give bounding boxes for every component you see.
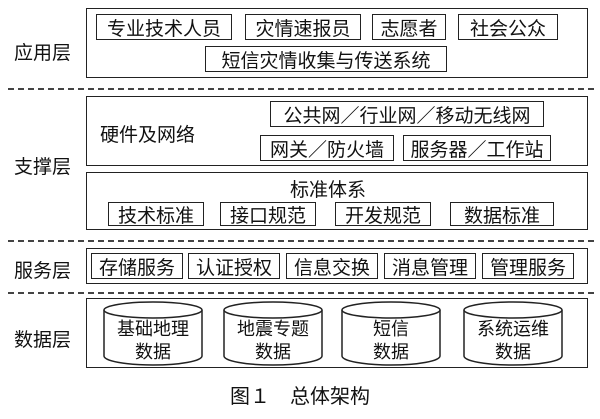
technical-standard-box: 技术标准 <box>108 202 204 227</box>
geo-data-line2: 数据 <box>135 342 171 363</box>
interface-spec-box: 接口规范 <box>220 202 316 227</box>
cylinder-shape <box>463 301 563 366</box>
hardware-network-label: 硬件及网络 <box>100 124 196 146</box>
ops-data-line2: 数据 <box>495 342 531 363</box>
role-reporter: 灾情速报员 <box>245 14 361 40</box>
storage-service-box: 存储服务 <box>91 253 183 279</box>
cylinder-shape <box>103 301 203 366</box>
ops-data-line1: 系统运维 <box>477 319 549 340</box>
support-layer-label: 支撑层 <box>14 156 72 178</box>
figure-number: 图１ <box>230 384 270 408</box>
development-spec-box: 开发规范 <box>335 202 431 227</box>
role-professional: 专业技术人员 <box>96 14 232 40</box>
info-exchange-box: 信息交换 <box>286 253 378 279</box>
figure-caption: 图１ 总体架构 <box>0 380 600 409</box>
sms-data-cylinder: 短信 数据 <box>340 300 442 368</box>
seismic-data-cylinder: 地震专题 数据 <box>222 300 324 368</box>
gateway-firewall-box: 网关／防火墙 <box>260 135 394 161</box>
seismic-data-line2: 数据 <box>255 342 291 363</box>
divider-2 <box>8 240 594 242</box>
cylinder-shape <box>223 301 323 366</box>
auth-box: 认证授权 <box>188 253 280 279</box>
seismic-data-line1: 地震专题 <box>237 319 309 340</box>
figure-title: 总体架构 <box>290 384 370 408</box>
sms-system-box: 短信灾情收集与传送系统 <box>205 46 447 72</box>
geo-data-line1: 基础地理 <box>117 319 189 340</box>
data-standard-box: 数据标准 <box>450 202 554 227</box>
role-public: 社会公众 <box>458 14 558 40</box>
standards-label: 标准体系 <box>290 179 367 201</box>
service-layer-label: 服务层 <box>14 260 72 282</box>
network-types-box: 公共网／行业网／移动无线网 <box>270 101 544 127</box>
sms-data-line1: 短信 <box>373 319 409 340</box>
ops-data-cylinder: 系统运维 数据 <box>462 300 564 368</box>
application-layer-label: 应用层 <box>14 42 72 64</box>
role-volunteer: 志愿者 <box>372 14 446 40</box>
cylinder-shape <box>341 301 441 366</box>
management-service-box: 管理服务 <box>482 253 574 279</box>
divider-3 <box>8 292 594 294</box>
geo-data-cylinder: 基础地理 数据 <box>102 300 204 368</box>
divider-1 <box>8 88 594 90</box>
data-layer-label: 数据层 <box>14 329 72 351</box>
message-management-box: 消息管理 <box>384 253 476 279</box>
sms-data-line2: 数据 <box>373 342 409 363</box>
server-workstation-box: 服务器／工作站 <box>403 135 551 161</box>
